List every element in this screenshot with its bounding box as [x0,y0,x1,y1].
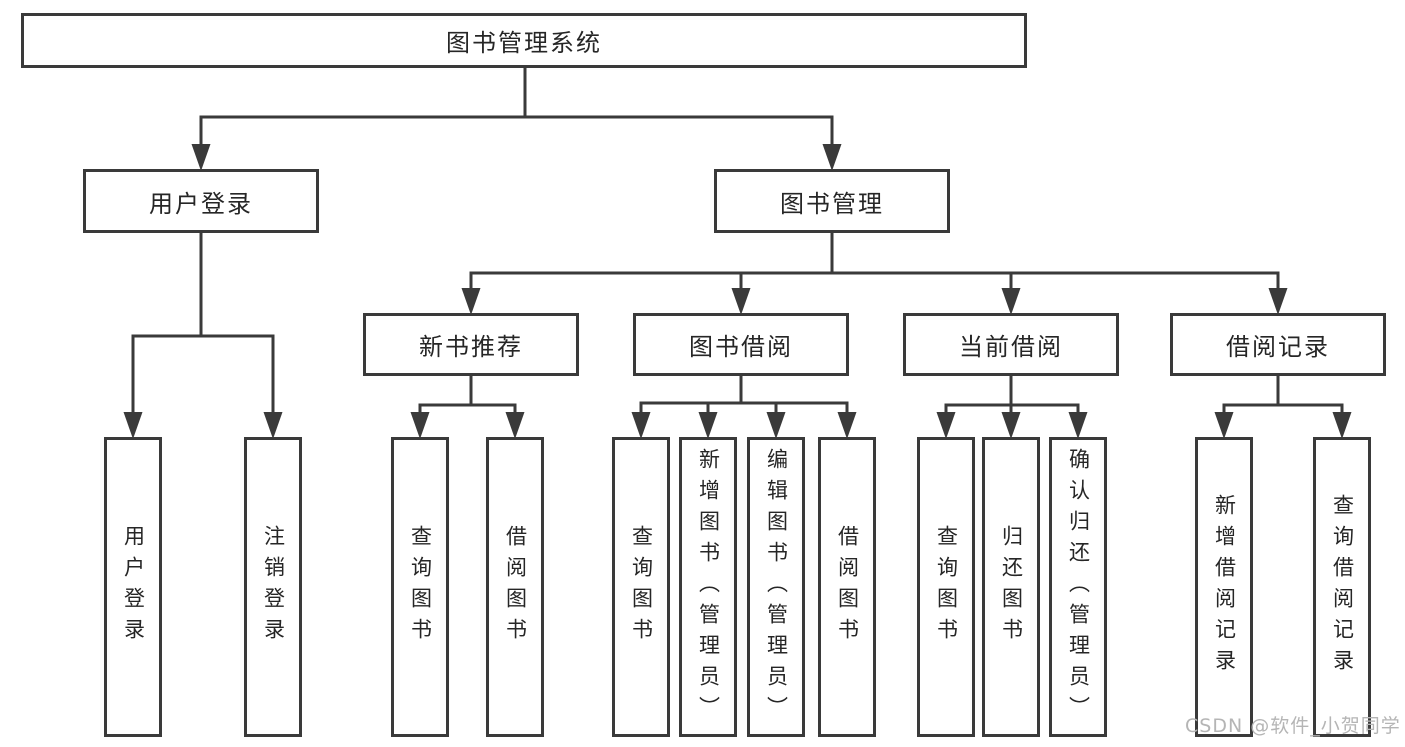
node-label: 新增借阅记录 [1212,494,1237,680]
node-new-book-recommend: 新书推荐 [363,313,579,376]
node-label: 图书借阅 [689,333,793,361]
watermark: CSDN @软件_小贺同学 [1185,715,1401,737]
node-label: 查询图书 [934,525,959,649]
node-book-borrow: 图书借阅 [633,313,849,376]
leaf-user-login: 用户登录 [104,437,162,737]
leaf-cb-confirm-return-admin: 确认归还（管理员） [1049,437,1107,737]
node-label: 借阅图书 [835,525,860,649]
node-label: 图书管理系统 [446,29,602,57]
leaf-bb-borrow-books: 借阅图书 [818,437,876,737]
leaf-br-query-record: 查询借阅记录 [1313,437,1371,737]
node-label: 用户登录 [121,525,146,649]
leaf-br-add-record: 新增借阅记录 [1195,437,1253,737]
node-label: 查询借阅记录 [1330,494,1355,680]
node-label: 图书管理 [780,189,884,218]
leaf-bb-query-books: 查询图书 [612,437,670,737]
leaf-nbr-query-books: 查询图书 [391,437,449,737]
node-label: 编辑图书（管理员） [764,447,789,727]
node-label: 当前借阅 [959,333,1063,361]
node-label: 归还图书 [999,525,1024,649]
node-current-borrow: 当前借阅 [903,313,1119,376]
node-borrow-records: 借阅记录 [1170,313,1386,376]
node-user-login: 用户登录 [83,169,319,233]
node-label: 借阅图书 [503,525,528,649]
leaf-nbr-borrow-books: 借阅图书 [486,437,544,737]
node-book-management: 图书管理 [714,169,950,233]
leaf-cb-return-books: 归还图书 [982,437,1040,737]
node-label: 查询图书 [629,525,654,649]
leaf-cb-query-books: 查询图书 [917,437,975,737]
node-label: 借阅记录 [1226,333,1330,361]
node-label: 用户登录 [149,189,253,218]
node-label: 新书推荐 [419,333,523,361]
node-label: 查询图书 [408,525,433,649]
leaf-bb-edit-books-admin: 编辑图书（管理员） [747,437,805,737]
node-label: 确认归还（管理员） [1066,447,1091,727]
node-label: 新增图书（管理员） [696,447,721,727]
leaf-bb-add-books-admin: 新增图书（管理员） [679,437,737,737]
node-label: 注销登录 [261,525,286,649]
leaf-logout: 注销登录 [244,437,302,737]
node-library-system: 图书管理系统 [21,13,1027,68]
